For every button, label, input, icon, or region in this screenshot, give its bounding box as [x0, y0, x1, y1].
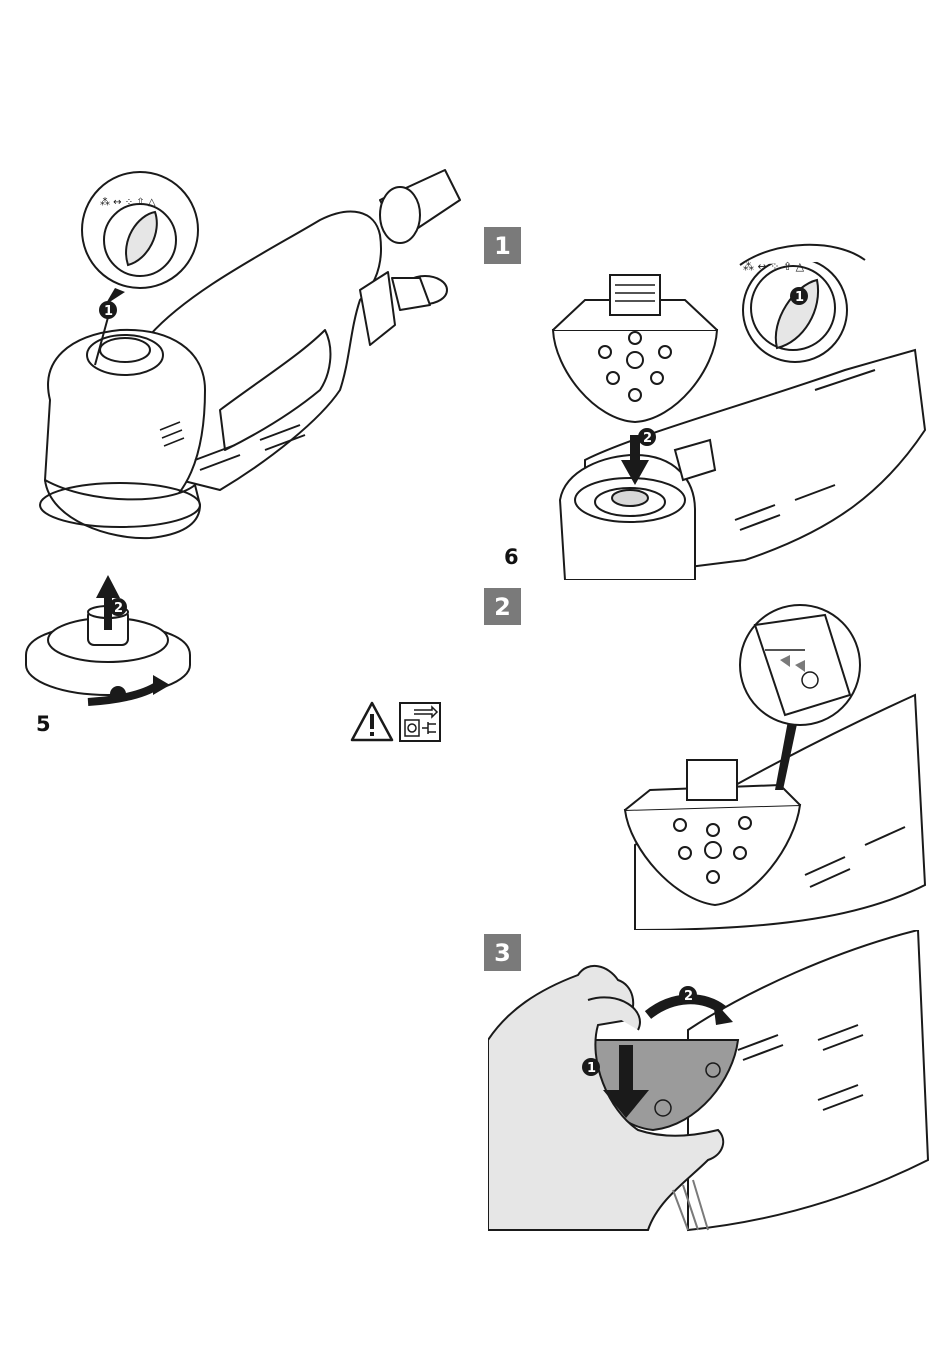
fig5-callout-1: 1 [104, 304, 113, 319]
svg-text:⁂ ↔ ⁘ ⇧ △: ⁂ ↔ ⁘ ⇧ △ [743, 260, 805, 273]
step-1-illustration: 2 ⁂ ↔ ⁘ ⇧ △ 1 [545, 230, 935, 580]
warning-triangle-icon [352, 703, 392, 740]
delta-sanding-pad [553, 275, 717, 422]
dial-zoom-circle: ⁂ ↔ ⁘ ⇧ △ [82, 172, 198, 305]
step-1-callout-1: 1 [795, 290, 804, 305]
step-3-callout-1: 1 [587, 1061, 596, 1076]
dial-zoom-circle: ⁂ ↔ ⁘ ⇧ △ 1 [740, 245, 865, 362]
step-2-badge: 2 [484, 588, 521, 625]
step-3-callout-2: 2 [684, 989, 693, 1004]
step-3-illustration: 1 2 [488, 930, 935, 1235]
figure-5-sander-illustration: ⁂ ↔ ⁘ ⇧ △ 1 [20, 160, 465, 580]
fig5-callout-2: 2 [114, 601, 123, 616]
base-plate-drawing: 2 [18, 570, 198, 710]
figure-5-base-plate-detail: 2 [18, 570, 198, 710]
unplug-power-icon [400, 703, 440, 741]
sander-drawing: ⁂ ↔ ⁘ ⇧ △ 1 [20, 160, 465, 580]
step-1-callout-2: 2 [643, 431, 652, 446]
step-1-badge: 1 [484, 227, 521, 264]
step-2-illustration [605, 595, 935, 930]
figure-6-number: 6 [504, 545, 519, 569]
warning-icons [350, 700, 445, 745]
svg-text:⁂ ↔ ⁘ ⇧ △: ⁂ ↔ ⁘ ⇧ △ [100, 196, 156, 208]
arrow-icon [96, 575, 120, 598]
figure-5-number: 5 [36, 712, 51, 736]
